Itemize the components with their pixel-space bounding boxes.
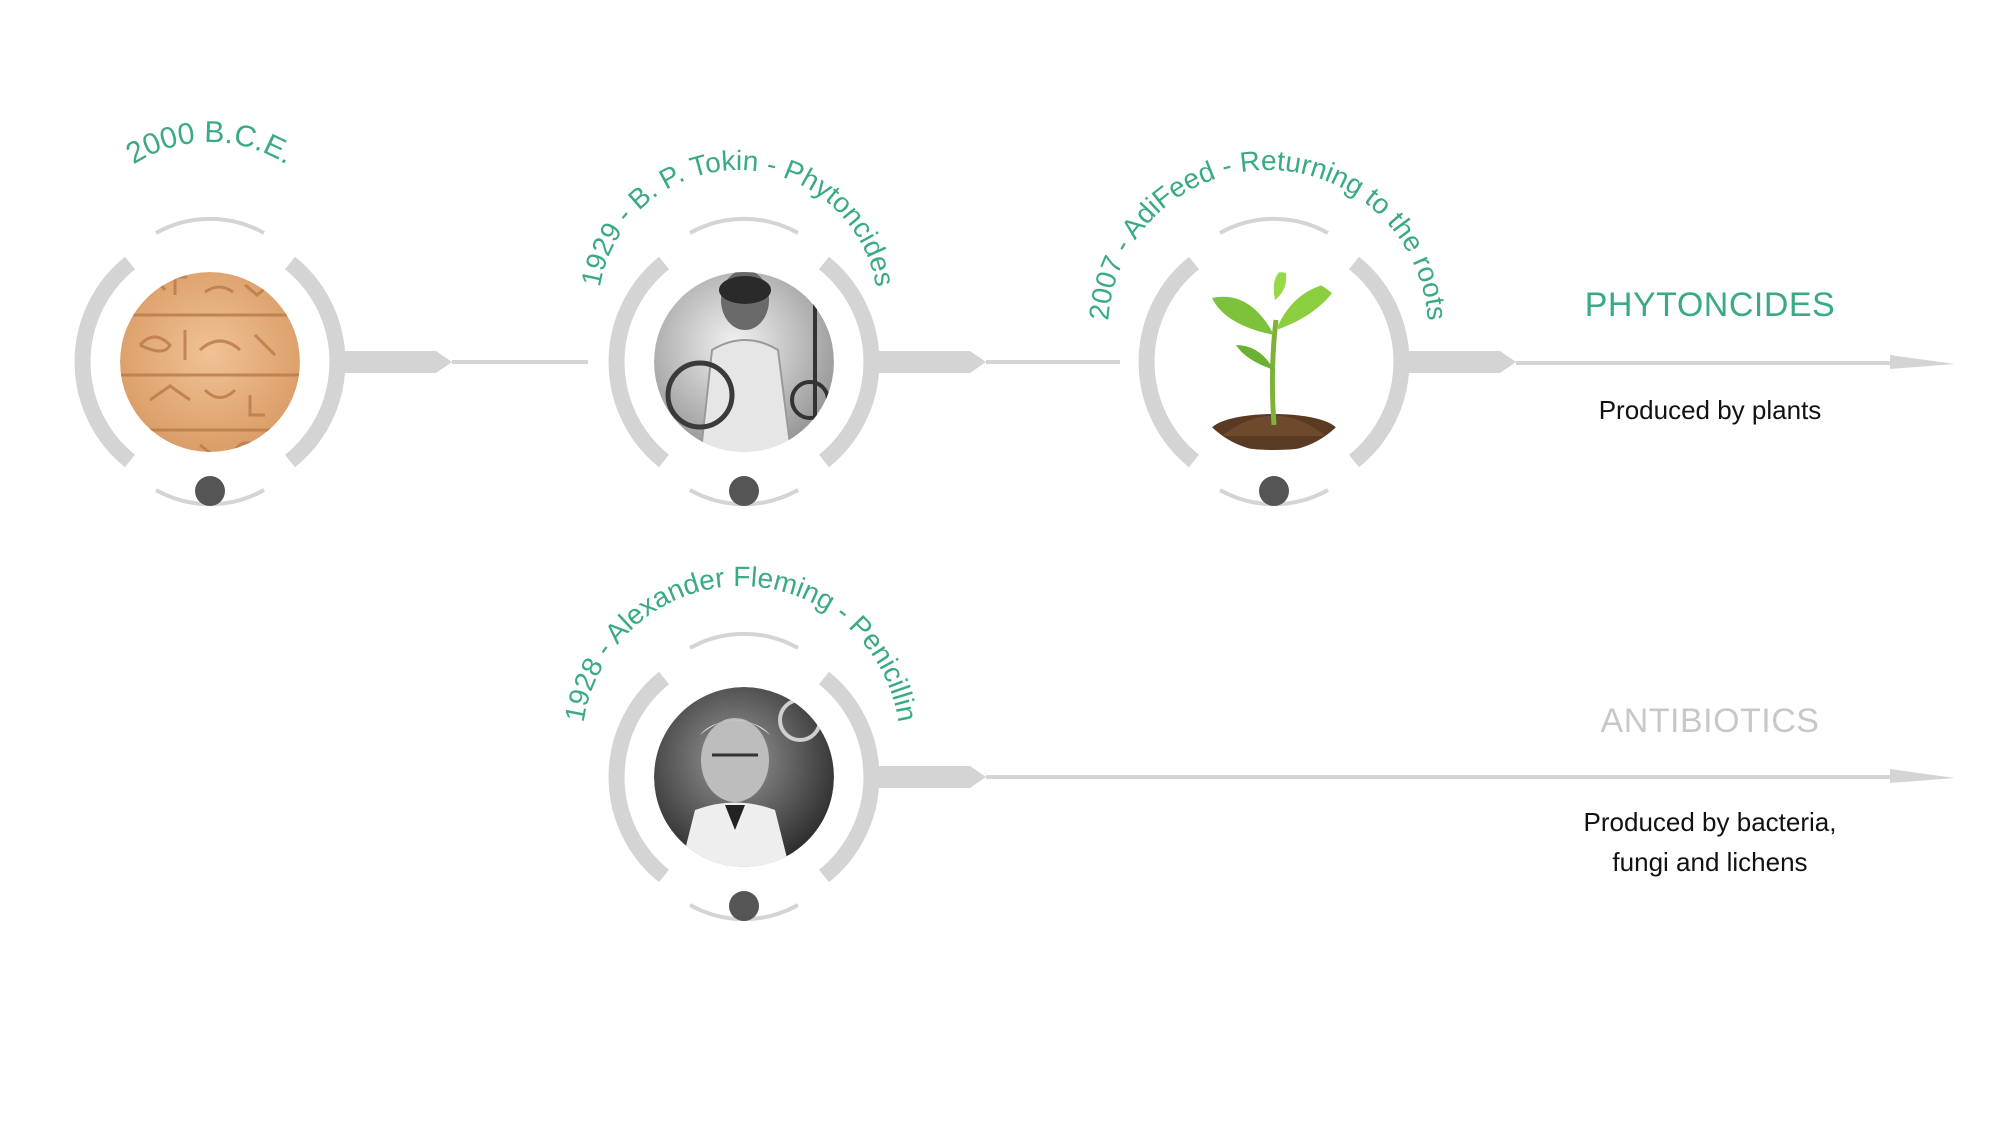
node-dot-3 xyxy=(1259,476,1289,506)
node-dot-1 xyxy=(195,476,225,506)
fleming-portrait-image xyxy=(654,687,834,867)
phytoncides-title: PHYTONCIDES xyxy=(1584,286,1836,324)
timeline-node-2: 1929 - B. P. Tokin - Phytoncides xyxy=(575,145,901,507)
timeline-node-3: 2007 - AdiFeed - Returning to the roots xyxy=(1083,145,1453,507)
antibiotics-title: ANTIBIOTICS xyxy=(1600,702,1820,740)
antibiotics-desc-line-2: fungi and lichens xyxy=(1612,847,1808,877)
node-dot-4 xyxy=(729,891,759,921)
sprout-image xyxy=(1184,272,1364,452)
phytoncides-desc: Produced by plants xyxy=(1530,390,1890,430)
node-label-1: 2000 B.C.E. xyxy=(120,116,300,171)
timeline-node-4: 1928 - Alexander Fleming - Penicillin xyxy=(559,561,923,922)
node-dot-2 xyxy=(729,476,759,506)
phytoncides-desc-line: Produced by plants xyxy=(1598,395,1822,425)
connector-1 xyxy=(344,351,588,373)
antibiotics-desc-line-1: Produced by bacteria, xyxy=(1583,807,1837,837)
timeline-node-1: 2000 B.C.E. xyxy=(74,116,346,507)
antibiotics-arrow xyxy=(878,766,1955,788)
connector-2 xyxy=(878,351,1120,373)
antibiotics-desc: Produced by bacteria, fungi and lichens xyxy=(1530,802,1890,882)
node-label-2: 1929 - B. P. Tokin - Phytoncides xyxy=(575,145,901,289)
hieroglyphs-image xyxy=(120,272,300,452)
scientist-lab-image xyxy=(654,272,834,452)
phytoncides-arrow xyxy=(1408,351,1955,373)
